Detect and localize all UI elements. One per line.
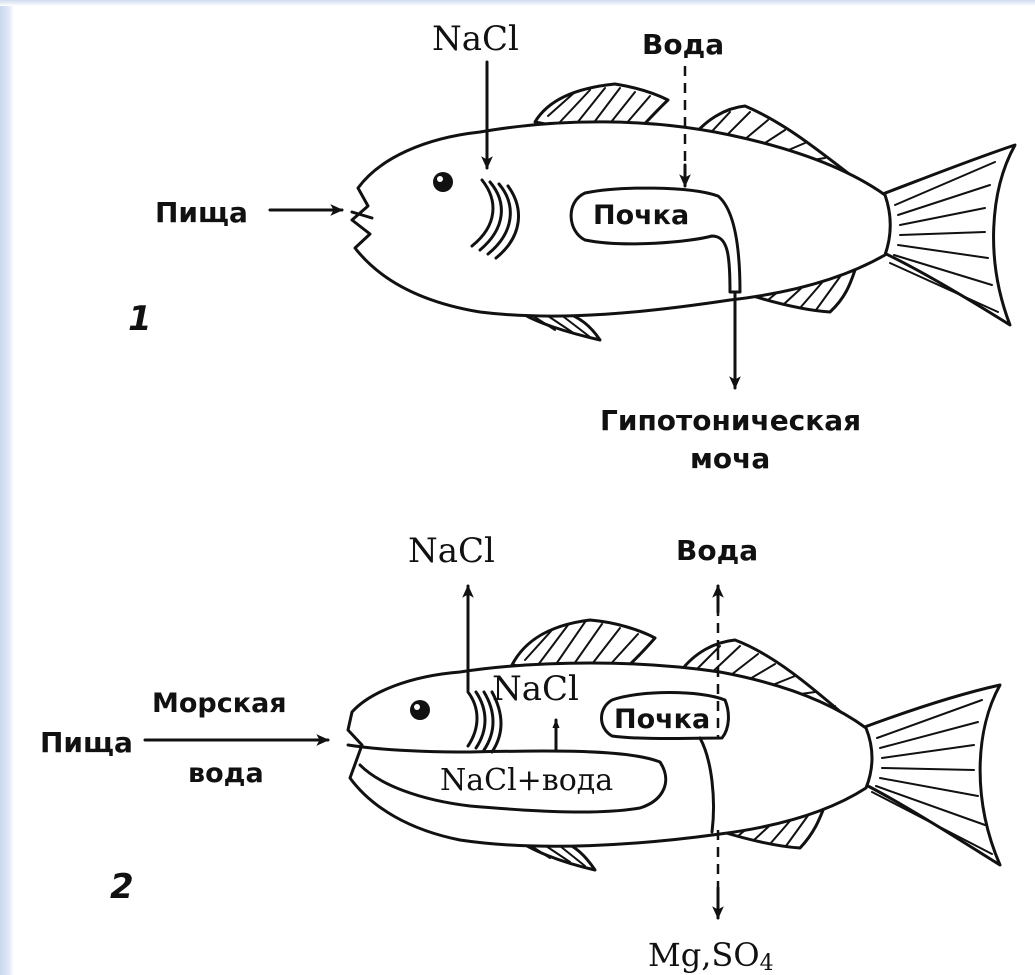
fish-1-urine-label-2: моча	[690, 442, 770, 475]
fish-2-salt-out-label: NaCl	[408, 531, 495, 571]
fish-2-salt-inner-label: NaCl	[492, 669, 579, 709]
fish-2-food-label: Пища	[40, 726, 133, 759]
fish-2-eye	[410, 700, 430, 720]
fish-1-food-label: Пища	[155, 196, 248, 229]
fish-1-kidney-label: Почка	[593, 200, 689, 231]
fish-2-body	[348, 663, 872, 846]
fish-2-seawater-label-1: Морская	[152, 688, 287, 719]
fish-2-kidney-label: Почка	[614, 704, 710, 735]
fish-2-tail	[862, 685, 1000, 865]
fish-1: Пища NaCl Вода Почка Гипотоническая моча…	[128, 19, 1015, 475]
fish-2-number: 2	[110, 867, 134, 907]
fish-1-eye	[433, 172, 453, 192]
fish-2-water-out-label: Вода	[676, 534, 758, 567]
fish-1-urine-label-1: Гипотоническая	[600, 404, 861, 437]
fish-2: Пища Морская вода NaCl Вода NaCl Почка N…	[40, 531, 1000, 975]
fish-1-number: 1	[128, 299, 152, 339]
fish-2-excretion-label: Mg,SO4	[648, 936, 774, 975]
fish-1-water-label: Вода	[642, 28, 724, 61]
fish-2-seawater-label-2: вода	[188, 758, 264, 789]
fish-1-salt-label: NaCl	[432, 19, 519, 59]
fish-2-gut-label: NaCl+вода	[440, 763, 613, 798]
